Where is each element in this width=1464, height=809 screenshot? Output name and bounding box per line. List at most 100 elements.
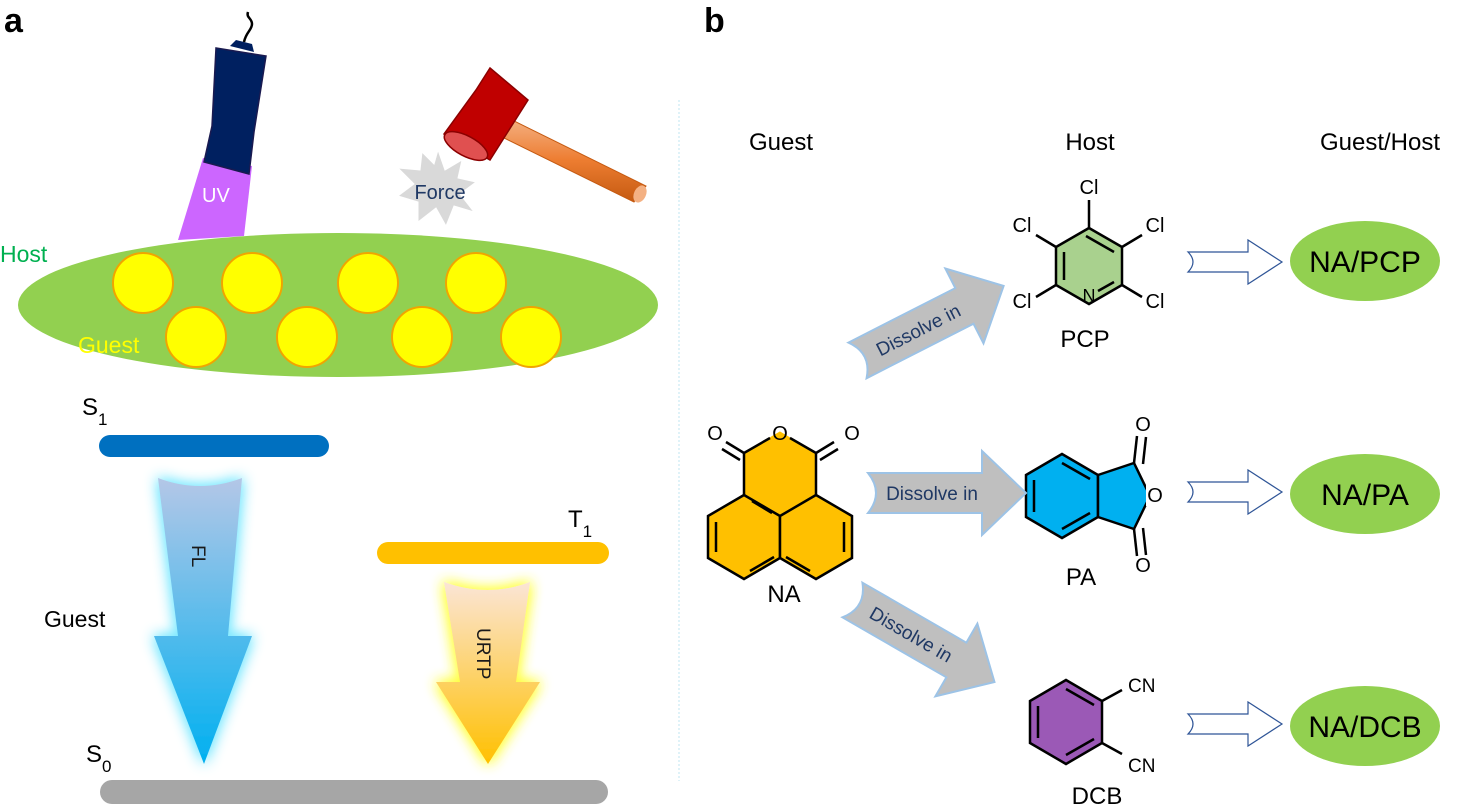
dcb-double-bond [1065, 737, 1095, 757]
pa-o-atom: O [1147, 485, 1163, 507]
dissolve-arrow-pcp: Dissolve in [846, 266, 1005, 381]
dcb-name: DCB [1072, 783, 1123, 809]
result-ellipse-na-pa [1290, 454, 1440, 534]
dissolve-arrow-pa: Dissolve in [865, 448, 1028, 538]
na-o-atom: O [707, 423, 723, 445]
dissolve-arrow-shape [840, 580, 996, 698]
pa-anhydride-ring [1096, 461, 1152, 531]
hammer-face [443, 130, 489, 162]
urtp-label: URTP [472, 628, 493, 679]
hammer-handle-end [633, 185, 647, 203]
flashlight-cord [242, 11, 254, 43]
dcb-cn-group: CN [1128, 676, 1155, 697]
na-molecule: O O O [706, 423, 860, 581]
dcb-molecule: CN CN [1028, 676, 1155, 777]
pcp-bond [1121, 283, 1143, 299]
guest-label: Guest [78, 332, 140, 358]
pa-carbonyl [1132, 435, 1139, 464]
flashlight-body [203, 47, 267, 175]
na-carbonyl [819, 447, 839, 462]
pcp-bond [1121, 233, 1143, 249]
hammer-icon [442, 66, 647, 203]
s0-label: S0 [86, 741, 111, 776]
dcb-double-bond [1065, 687, 1095, 707]
column-header-guest-host: Guest/Host [1320, 129, 1440, 156]
urtp-arrow [436, 582, 540, 764]
force-burst-icon [396, 148, 478, 228]
dissolve-arrow-dcb: Dissolve in [840, 580, 996, 698]
guest-molecule [276, 306, 338, 368]
s1-label: S1 [82, 394, 107, 429]
result-arrow [1186, 238, 1284, 286]
pa-molecule: O O O [1024, 414, 1166, 577]
pa-double-bond [1061, 511, 1091, 531]
pcp-cl-atom: Cl [1146, 215, 1165, 237]
pcp-n-atom: N [1083, 286, 1096, 306]
na-carbonyl [721, 447, 741, 462]
column-header-host: Host [1065, 129, 1115, 156]
flashlight-cap [230, 40, 254, 52]
pcp-name: PCP [1060, 326, 1109, 353]
pa-benzene-ring [1024, 452, 1100, 540]
guest-molecule [391, 306, 453, 368]
pa-carbonyl [1141, 436, 1148, 465]
dcb-bond [1101, 741, 1123, 756]
na-o-atom: O [772, 423, 788, 445]
pcp-double-bond [1097, 280, 1115, 293]
na-double-bond [749, 555, 775, 573]
hammer-handle [495, 117, 647, 203]
na-right-ring [778, 493, 854, 581]
na-carbonyl [815, 440, 835, 455]
pcp-cl-atom: Cl [1013, 291, 1032, 313]
pcp-bond [1035, 283, 1057, 299]
pcp-cl-atom: Cl [1080, 177, 1099, 199]
guest-level-label: Guest [44, 606, 106, 632]
pcp-cl-atom: Cl [1146, 291, 1165, 313]
dcb-cn-group: CN [1128, 756, 1155, 777]
na-carbonyl [725, 440, 745, 455]
column-header-guest: Guest [749, 129, 813, 156]
result-arrow [1186, 468, 1284, 516]
guest-molecule [337, 252, 399, 314]
result-na-pa: NA/PA [1321, 479, 1409, 512]
pa-name: PA [1066, 564, 1096, 591]
panel-b-letter: b [704, 2, 725, 40]
guest-molecule [500, 306, 562, 368]
fl-arrow [154, 478, 252, 764]
force-label: Force [414, 182, 465, 204]
pa-carbonyl [1132, 528, 1139, 557]
guest-molecule [112, 252, 174, 314]
dissolve-arrow-shape [865, 448, 1028, 538]
pcp-cl-atom: Cl [1013, 215, 1032, 237]
panel-a: a UV Force Host [0, 2, 658, 804]
guest-molecules [112, 252, 562, 368]
dissolve-label: Dissolve in [886, 484, 978, 505]
guest-molecule [165, 306, 227, 368]
na-name: NA [767, 581, 800, 608]
t1-label: T1 [568, 506, 592, 541]
result-ellipse-na-dcb [1290, 686, 1440, 766]
pcp-bond [1035, 233, 1057, 249]
dcb-benzene-ring [1028, 678, 1104, 766]
na-double-bond [751, 499, 773, 515]
uv-label: UV [202, 185, 230, 207]
result-ellipse-na-pcp [1290, 221, 1440, 301]
guest-molecule [445, 252, 507, 314]
pcp-double-bond [1085, 234, 1115, 254]
na-o-atom: O [844, 423, 860, 445]
pcp-molecule: Cl Cl Cl Cl Cl N [1013, 177, 1165, 313]
uv-flashlight-icon [178, 11, 267, 240]
host-label: Host [0, 241, 48, 267]
result-na-dcb: NA/DCB [1308, 711, 1421, 744]
result-arrow [1186, 700, 1284, 748]
guest-molecule [221, 252, 283, 314]
panel-b: b Guest Host Guest/Host Cl Cl Cl Cl Cl N… [704, 2, 1440, 809]
uv-light-beam [178, 158, 252, 240]
fl-label: FL [187, 545, 208, 567]
result-na-pcp: NA/PCP [1309, 246, 1421, 279]
pa-o-mask [1146, 484, 1166, 506]
pa-carbonyl [1141, 527, 1148, 556]
pa-o-atom: O [1135, 414, 1151, 436]
na-double-bond [785, 555, 811, 573]
